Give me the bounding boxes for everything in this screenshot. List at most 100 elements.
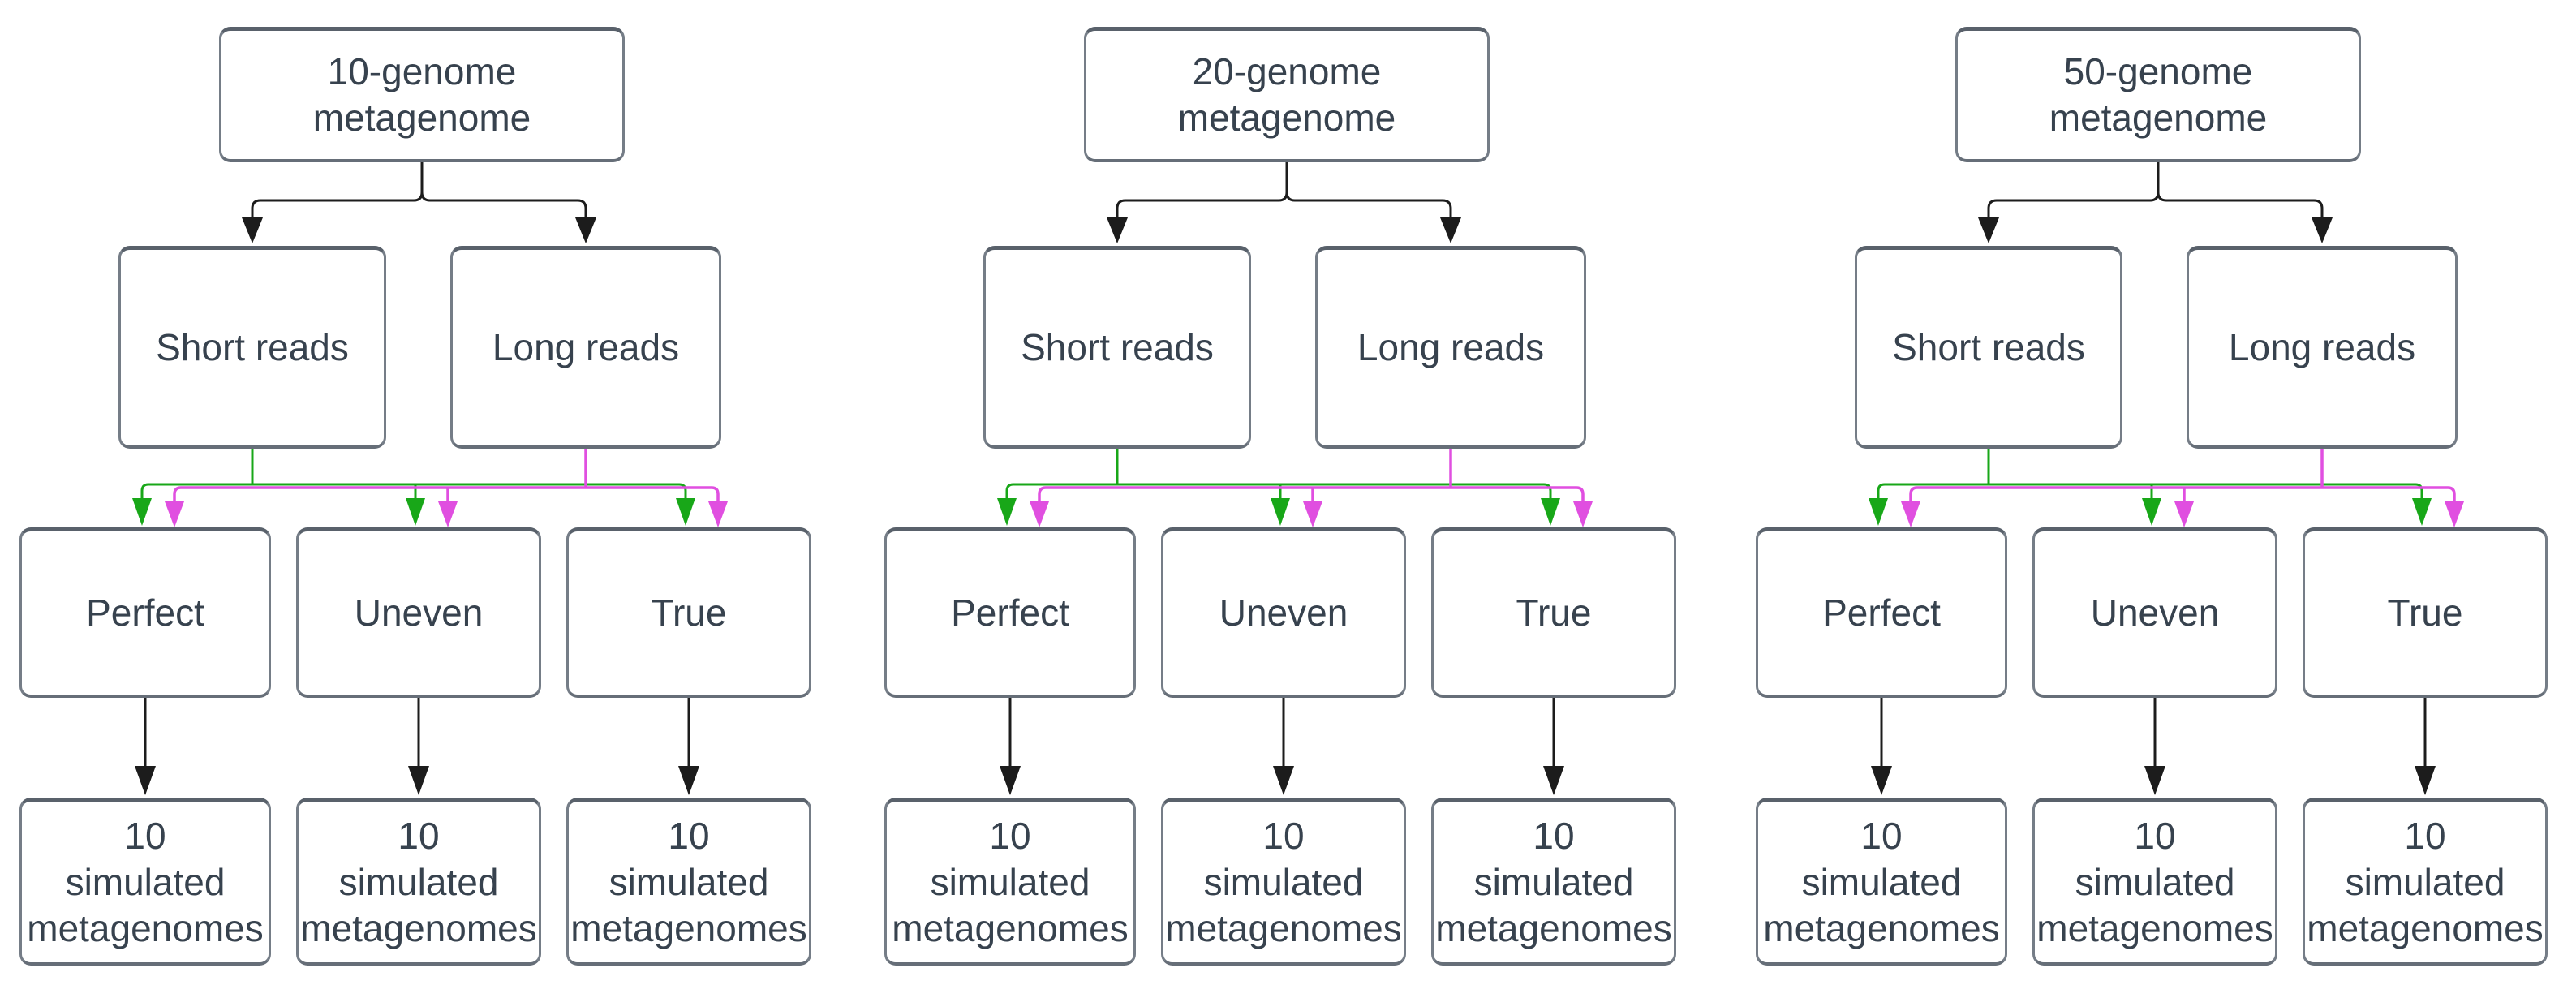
uneven-box: Uneven: [1161, 527, 1406, 698]
edge-root-to-short-reads: [1987, 191, 2160, 217]
true-box: True: [566, 527, 811, 698]
arrowhead-uneven-to-leaf: [2144, 766, 2165, 795]
short-reads-box: Short reads: [1855, 246, 2122, 449]
edge-root-to-long-reads: [1285, 191, 1452, 217]
leaf-label-line2: simulated: [2075, 860, 2235, 903]
perfect-label: Perfect: [951, 591, 1069, 634]
arrowhead-uneven-to-leaf: [1273, 766, 1294, 795]
arrowhead-long-reads-to-uneven: [2174, 501, 2194, 527]
perfect-box: Perfect: [19, 527, 271, 698]
leaf-label-line1: 10: [2404, 814, 2446, 857]
leaf-label-line2: simulated: [1473, 860, 1634, 903]
leaf-label-line1: 10: [2134, 814, 2176, 857]
arrowhead-perfect-to-leaf: [1000, 766, 1021, 795]
tree-connectors: [997, 162, 1593, 795]
edge-root-to-short-reads: [251, 191, 424, 217]
root-label-line1: 50-genome: [2063, 50, 2253, 92]
long-reads-label: Long reads: [2228, 326, 2416, 368]
arrowhead-root-to-short-reads: [1978, 217, 1999, 243]
uneven-label: Uneven: [1219, 591, 1348, 634]
arrowhead-root-to-short-reads: [242, 217, 263, 243]
root-label-line2: metagenome: [312, 97, 531, 139]
simulated-metagenomes-box: 10 simulated metagenomes: [1431, 798, 1676, 966]
leaf-label-line2: simulated: [2345, 860, 2505, 903]
arrowhead-perfect-to-leaf: [1871, 766, 1892, 795]
leaf-label-line3: metagenomes: [1435, 906, 1672, 949]
true-label: True: [1516, 591, 1592, 634]
leaf-label-line1: 10: [124, 814, 166, 857]
root-box: 50-genome metagenome: [1955, 27, 2361, 162]
simulated-metagenomes-box: 10 simulated metagenomes: [1161, 798, 1406, 966]
edge-root-to-long-reads: [420, 191, 587, 217]
arrowhead-long-reads-to-perfect: [165, 501, 184, 527]
leaf-label-line1: 10: [1860, 814, 1903, 857]
leaf-label-line2: simulated: [609, 860, 769, 903]
leaf-label-line1: 10: [668, 814, 710, 857]
leaf-label-line2: simulated: [1801, 860, 1962, 903]
edge-long-reads-bus: [1038, 486, 1585, 501]
arrowhead-root-to-long-reads: [2312, 217, 2333, 243]
simulated-metagenomes-box: 10 simulated metagenomes: [296, 798, 541, 966]
arrowhead-uneven-to-leaf: [408, 766, 429, 795]
root-label-line1: 20-genome: [1192, 50, 1382, 92]
long-reads-box: Long reads: [1315, 246, 1586, 449]
leaf-label-line2: simulated: [65, 860, 226, 903]
tree-connectors: [132, 162, 728, 795]
true-box: True: [1431, 527, 1676, 698]
arrowhead-long-reads-to-perfect: [1901, 501, 1920, 527]
long-reads-label: Long reads: [1357, 326, 1545, 368]
arrowhead-short-reads-to-uneven: [2142, 498, 2161, 526]
leaf-label-line1: 10: [1533, 814, 1575, 857]
arrowhead-short-reads-to-uneven: [406, 498, 425, 526]
arrowhead-short-reads-to-true: [1541, 498, 1560, 526]
simulated-metagenomes-box: 10 simulated metagenomes: [1756, 798, 2007, 966]
leaf-label-line3: metagenomes: [1763, 906, 2000, 949]
long-reads-box: Long reads: [450, 246, 721, 449]
arrowhead-true-to-leaf: [2415, 766, 2436, 795]
leaf-label-line2: simulated: [930, 860, 1090, 903]
root-label-line2: metagenome: [2049, 97, 2268, 139]
uneven-box: Uneven: [2032, 527, 2277, 698]
uneven-label: Uneven: [354, 591, 484, 634]
arrowhead-perfect-to-leaf: [135, 766, 156, 795]
root-label-line2: metagenome: [1177, 97, 1396, 139]
tree-20-genome: 20-genome metagenome Short reads Long re…: [865, 0, 1715, 998]
short-reads-label: Short reads: [1021, 326, 1214, 368]
simulated-metagenomes-box: 10 simulated metagenomes: [566, 798, 811, 966]
short-reads-label: Short reads: [1892, 326, 2085, 368]
leaf-label-line3: metagenomes: [1165, 906, 1402, 949]
true-label: True: [651, 591, 727, 634]
edge-root-to-long-reads: [2157, 191, 2324, 217]
leaf-label-line2: simulated: [338, 860, 499, 903]
arrowhead-short-reads-to-true: [676, 498, 695, 526]
leaf-label-line2: simulated: [1203, 860, 1364, 903]
uneven-label: Uneven: [2090, 591, 2220, 634]
perfect-box: Perfect: [1756, 527, 2007, 698]
arrowhead-long-reads-to-uneven: [438, 501, 458, 527]
leaf-label-line1: 10: [1262, 814, 1305, 857]
long-reads-box: Long reads: [2187, 246, 2458, 449]
arrowhead-long-reads-to-uneven: [1303, 501, 1322, 527]
arrowhead-root-to-short-reads: [1107, 217, 1128, 243]
leaf-label-line3: metagenomes: [570, 906, 807, 949]
arrowhead-long-reads-to-true: [1573, 501, 1593, 527]
long-reads-label: Long reads: [492, 326, 680, 368]
root-box: 10-genome metagenome: [219, 27, 625, 162]
true-box: True: [2303, 527, 2548, 698]
arrowhead-true-to-leaf: [678, 766, 699, 795]
leaf-label-line3: metagenomes: [300, 906, 537, 949]
arrowhead-long-reads-to-true: [708, 501, 728, 527]
edge-long-reads-bus: [1909, 486, 2456, 501]
leaf-label-line3: metagenomes: [2307, 906, 2544, 949]
arrowhead-short-reads-to-perfect: [997, 498, 1017, 526]
leaf-label-line1: 10: [398, 814, 440, 857]
tree-connectors: [1869, 162, 2464, 795]
short-reads-box: Short reads: [118, 246, 386, 449]
perfect-label: Perfect: [1822, 591, 1941, 634]
leaf-label-line1: 10: [989, 814, 1031, 857]
arrowhead-short-reads-to-true: [2412, 498, 2432, 526]
arrowhead-short-reads-to-uneven: [1271, 498, 1290, 526]
arrowhead-long-reads-to-true: [2445, 501, 2464, 527]
arrowhead-short-reads-to-perfect: [132, 498, 152, 526]
root-label-line1: 10-genome: [327, 50, 517, 92]
